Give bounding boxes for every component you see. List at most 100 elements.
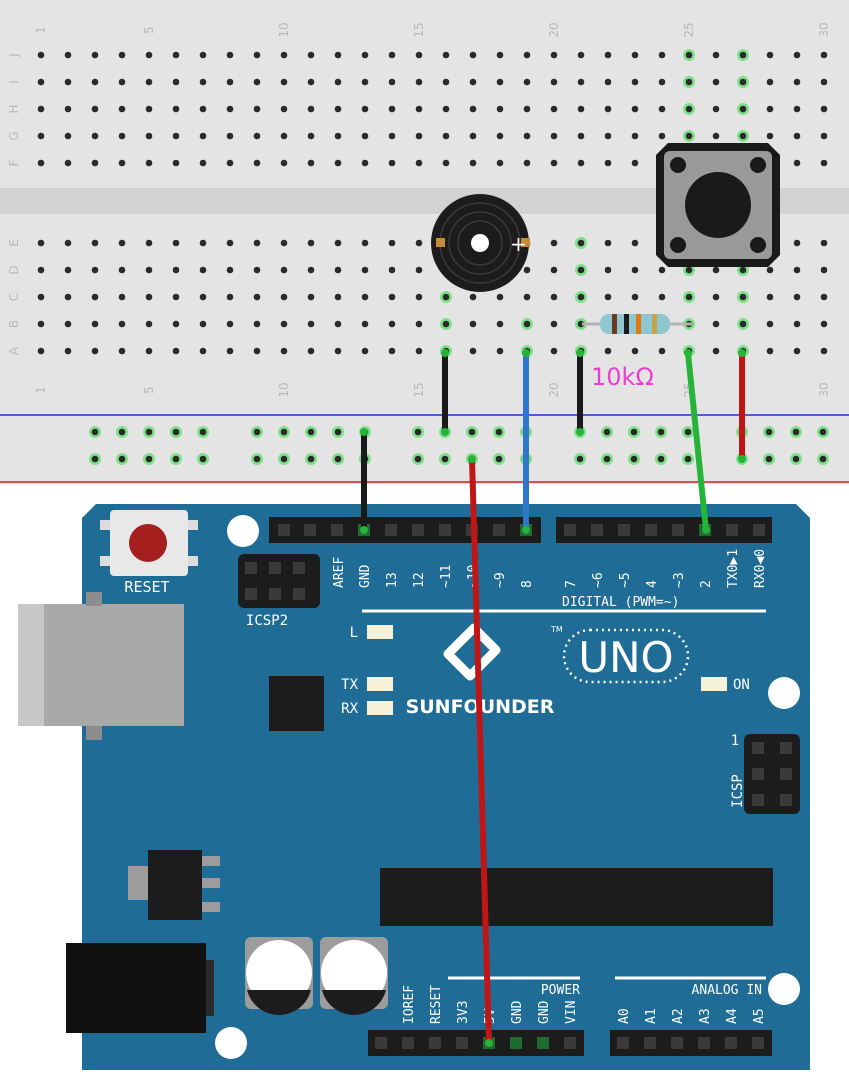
breadboard-hole (361, 159, 369, 167)
breadboard-hole (820, 293, 828, 301)
rail-hole (145, 428, 153, 436)
led-rx-label: RX (341, 701, 358, 717)
breadboard-hole (658, 347, 666, 355)
breadboard-hole (550, 320, 558, 328)
reset-button[interactable]: RESET (100, 510, 198, 596)
header-pin (752, 742, 764, 754)
breadboard-hole (145, 105, 153, 113)
column-number: 30 (817, 382, 831, 397)
breadboard-hole (550, 293, 558, 301)
pin-label: A5 (752, 1008, 767, 1024)
breadboard-hole (793, 51, 801, 59)
mounting-hole (768, 973, 800, 1005)
breadboard-hole (442, 320, 450, 328)
push-button[interactable] (656, 143, 780, 267)
breadboard-hole (523, 159, 531, 167)
breadboard-hole (280, 78, 288, 86)
breadboard-hole (334, 347, 342, 355)
wire-red-5v (469, 456, 492, 1046)
pin-label: TX0▶1 (726, 549, 741, 588)
breadboard-hole (712, 132, 720, 140)
breadboard-hole (199, 266, 207, 274)
pin-label: 4 (645, 580, 660, 588)
breadboard-hole (442, 51, 450, 59)
reset-label: RESET (124, 578, 169, 596)
breadboard-hole (199, 159, 207, 167)
breadboard-hole (118, 347, 126, 355)
breadboard-hole (361, 105, 369, 113)
breadboard-hole (307, 320, 315, 328)
breadboard-hole (199, 320, 207, 328)
pin-label: ~11 (439, 565, 454, 588)
rail-hole (684, 428, 692, 436)
breadboard-hole (307, 239, 315, 247)
breadboard-hole (334, 266, 342, 274)
breadboard-hole (415, 320, 423, 328)
breadboard-hole (631, 347, 639, 355)
breadboard-hole (685, 293, 693, 301)
breadboard-hole (577, 51, 585, 59)
breadboard-hole (739, 51, 747, 59)
breadboard-hole (226, 347, 234, 355)
breadboard-hole (469, 51, 477, 59)
breadboard-hole (820, 320, 828, 328)
pin-label: ~9 (493, 572, 508, 588)
breadboard-hole (172, 78, 180, 86)
row-letter: H (7, 104, 21, 113)
breadboard-hole (496, 293, 504, 301)
led-rx (367, 701, 393, 715)
breadboard-hole (658, 266, 666, 274)
row-letter: E (7, 239, 21, 247)
rail-hole (765, 455, 773, 463)
breadboard-hole (685, 51, 693, 59)
breadboard-hole (766, 320, 774, 328)
breadboard-hole (307, 347, 315, 355)
tm-mark: TM (550, 625, 563, 634)
led-l-label: L (350, 625, 358, 641)
breadboard-hole (604, 293, 612, 301)
breadboard-hole (64, 78, 72, 86)
rail-hole (334, 455, 342, 463)
breadboard-hole (388, 293, 396, 301)
pin-label: ~3 (672, 572, 687, 588)
led-l (367, 625, 393, 639)
breadboard-hole (442, 293, 450, 301)
button-cap[interactable] (685, 172, 751, 238)
breadboard-hole (577, 320, 585, 328)
breadboard-hole (118, 266, 126, 274)
rail-hole (253, 455, 261, 463)
breadboard-hole (685, 132, 693, 140)
pin-label: AREF (332, 557, 347, 588)
breadboard-hole (523, 320, 531, 328)
column-number: 1 (34, 26, 48, 34)
capacitor (320, 937, 388, 1015)
breadboard-hole (361, 293, 369, 301)
breadboard-hole (226, 132, 234, 140)
breadboard-hole (793, 132, 801, 140)
breadboard-hole (631, 132, 639, 140)
breadboard-hole (388, 320, 396, 328)
breadboard-hole (118, 320, 126, 328)
pin-label: ~5 (618, 572, 633, 588)
breadboard-hole (604, 266, 612, 274)
header-pin (618, 524, 630, 536)
rail-hole (118, 428, 126, 436)
breadboard-hole (712, 51, 720, 59)
breadboard-hole (361, 132, 369, 140)
reset-cap[interactable] (129, 524, 167, 562)
breadboard-hole (469, 320, 477, 328)
header-pin (293, 588, 305, 600)
breadboard-hole (577, 293, 585, 301)
breadboard-hole (118, 159, 126, 167)
rail-hole (576, 455, 584, 463)
breadboard-hole (172, 266, 180, 274)
pin-label: 8 (520, 580, 535, 588)
breadboard-hole (199, 78, 207, 86)
breadboard-hole (172, 320, 180, 328)
breadboard-hole (118, 132, 126, 140)
rail-hole (765, 428, 773, 436)
breadboard-hole (388, 132, 396, 140)
breadboard-hole (280, 266, 288, 274)
rail-hole (630, 428, 638, 436)
header-pin (331, 524, 343, 536)
